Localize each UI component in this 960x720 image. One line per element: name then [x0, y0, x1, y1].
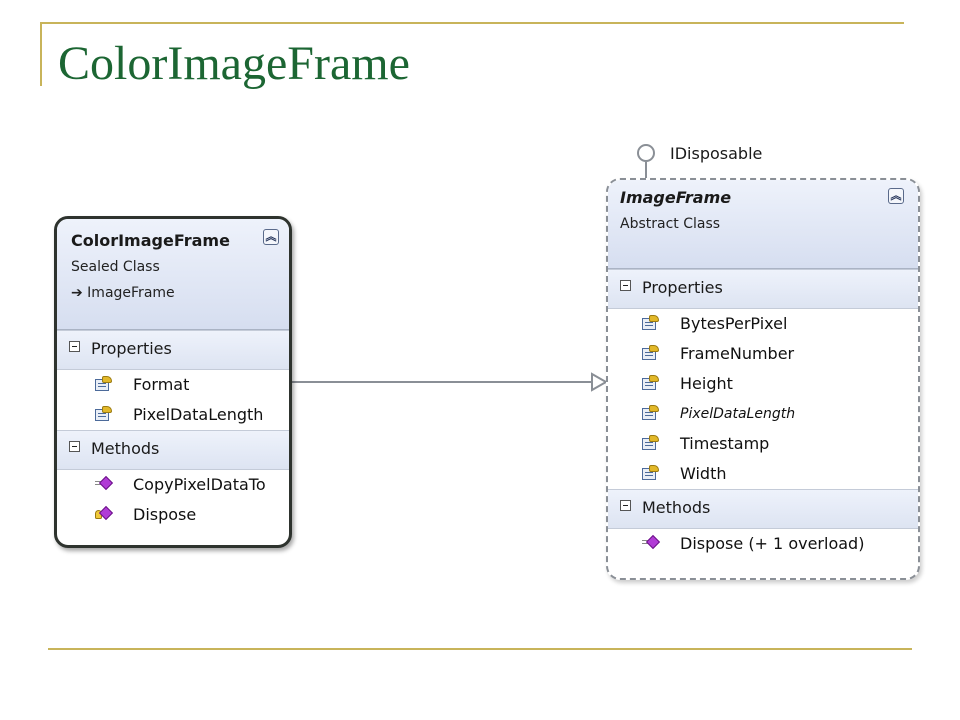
- methods-section-header[interactable]: Methods: [57, 430, 289, 470]
- member-label: PixelDataLength: [680, 406, 796, 422]
- member-label: Dispose (+ 1 overload): [680, 534, 865, 553]
- property-icon: [642, 405, 660, 421]
- method-icon: [95, 475, 114, 492]
- bottom-rule: [48, 648, 912, 650]
- section-label: Properties: [91, 339, 172, 358]
- property-icon: [642, 315, 660, 331]
- property-icon: [642, 465, 660, 481]
- member-label: FrameNumber: [680, 344, 795, 363]
- property-icon: [642, 375, 660, 391]
- member-label: CopyPixelDataTo: [133, 475, 266, 494]
- properties-section-header[interactable]: Properties: [608, 269, 918, 309]
- class-kind: Abstract Class: [620, 216, 721, 232]
- member-label: Format: [133, 375, 190, 394]
- property-icon: [642, 435, 660, 451]
- property-item[interactable]: Height: [608, 369, 918, 399]
- property-item[interactable]: PixelDataLength: [608, 399, 918, 429]
- collapse-minus-icon[interactable]: [620, 500, 631, 511]
- member-label: Timestamp: [680, 434, 770, 453]
- property-item[interactable]: Width: [608, 459, 918, 489]
- class-name: ImageFrame: [620, 188, 732, 207]
- property-item[interactable]: BytesPerPixel: [608, 309, 918, 339]
- method-item[interactable]: Dispose: [57, 500, 289, 530]
- interface-label: IDisposable: [670, 144, 763, 163]
- method-icon: [642, 534, 661, 551]
- section-label: Methods: [91, 439, 160, 458]
- property-icon: [95, 406, 113, 422]
- properties-section-header[interactable]: Properties: [57, 330, 289, 370]
- image-frame-class[interactable]: ImageFrame Abstract Class ︽ Properties B…: [606, 178, 920, 580]
- methods-section-header[interactable]: Methods: [608, 489, 918, 529]
- class-header: ImageFrame Abstract Class ︽: [608, 180, 918, 269]
- inheritance-arrowhead: [591, 372, 609, 392]
- collapse-minus-icon[interactable]: [620, 280, 631, 291]
- color-image-frame-class[interactable]: ColorImageFrame Sealed Class ➔ ImageFram…: [54, 216, 292, 548]
- member-label: Width: [680, 464, 727, 483]
- left-rule: [40, 22, 42, 86]
- collapse-chevron-icon[interactable]: ︽: [888, 188, 904, 204]
- section-label: Properties: [642, 278, 723, 297]
- member-label: BytesPerPixel: [680, 314, 788, 333]
- collapse-minus-icon[interactable]: [69, 441, 80, 452]
- method-item[interactable]: Dispose (+ 1 overload): [608, 529, 918, 559]
- lollipop-circle: [637, 144, 655, 162]
- method-item[interactable]: CopyPixelDataTo: [57, 470, 289, 500]
- section-label: Methods: [642, 498, 711, 517]
- interface-method-icon: [95, 505, 114, 522]
- slide-title: ColorImageFrame: [58, 37, 410, 90]
- member-label: Height: [680, 374, 733, 393]
- member-label: Dispose: [133, 505, 197, 524]
- property-item[interactable]: FrameNumber: [608, 339, 918, 369]
- property-item[interactable]: PixelDataLength: [57, 400, 289, 430]
- class-header: ColorImageFrame Sealed Class ➔ ImageFram…: [57, 219, 289, 330]
- class-kind: Sealed Class: [71, 259, 160, 275]
- class-name: ColorImageFrame: [71, 231, 230, 250]
- property-item[interactable]: Format: [57, 370, 289, 400]
- collapse-minus-icon[interactable]: [69, 341, 80, 352]
- base-class-ref: ➔ ImageFrame: [71, 285, 175, 301]
- member-label: PixelDataLength: [133, 405, 264, 424]
- property-icon: [95, 376, 113, 392]
- property-item[interactable]: Timestamp: [608, 429, 918, 459]
- collapse-chevron-icon[interactable]: ︽: [263, 229, 279, 245]
- property-icon: [642, 345, 660, 361]
- top-rule: [40, 22, 904, 24]
